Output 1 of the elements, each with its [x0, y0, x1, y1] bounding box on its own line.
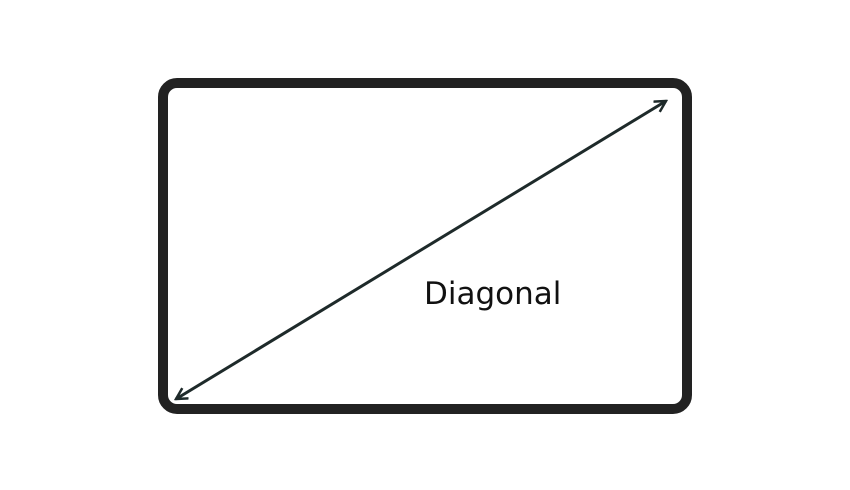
dimension-label: Diagonal — [424, 276, 562, 312]
